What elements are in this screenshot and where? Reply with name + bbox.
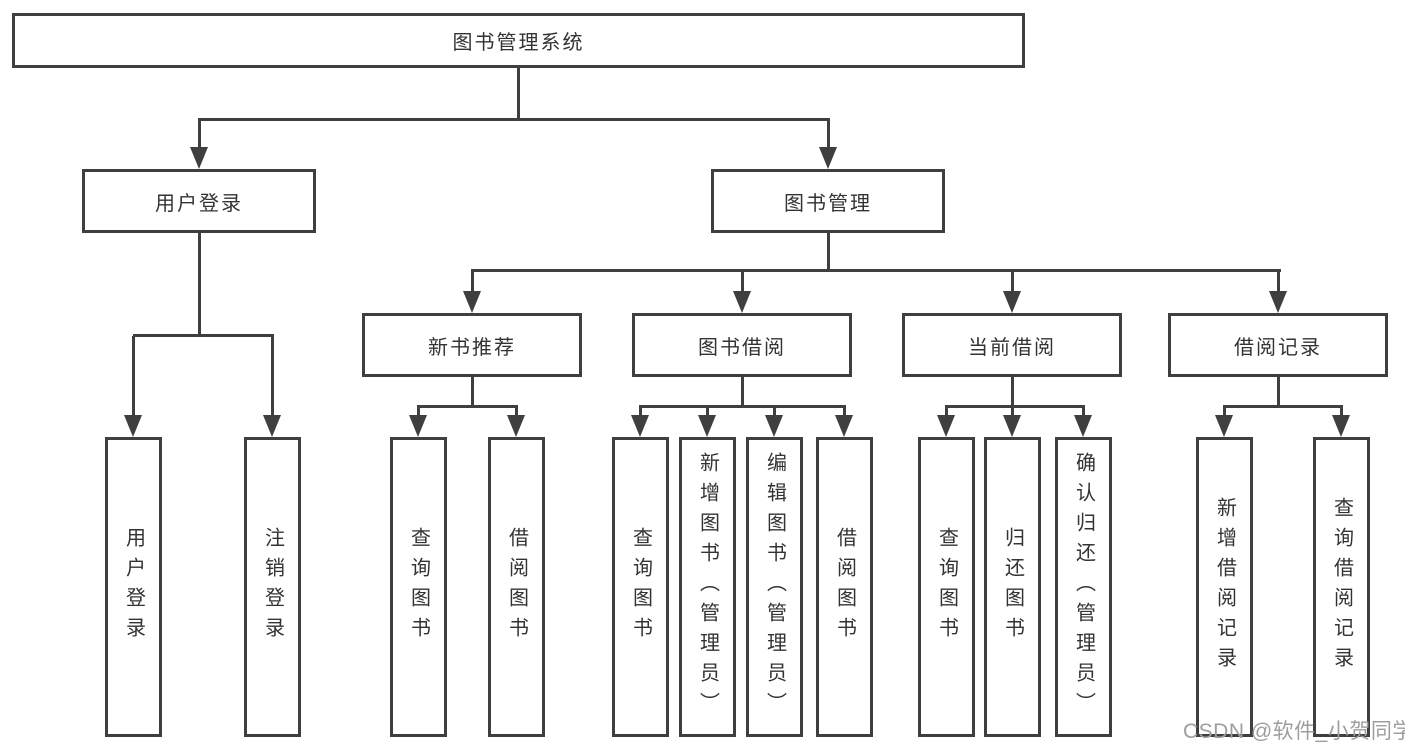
node-book-management: 图书管理 <box>711 169 945 233</box>
connector <box>198 120 201 150</box>
connector <box>1340 407 1343 419</box>
arrowhead-down <box>765 415 783 437</box>
connector <box>1011 271 1014 293</box>
connector <box>827 233 830 272</box>
connector <box>132 336 135 419</box>
connector <box>1277 377 1280 408</box>
leaf-add-borrow-record: 新增借阅记录 <box>1196 437 1253 737</box>
node-new-book-recommendation: 新书推荐 <box>362 313 582 377</box>
arrowhead-down <box>819 147 837 169</box>
connector <box>1223 407 1226 419</box>
node-library-management-system: 图书管理系统 <box>12 13 1025 68</box>
connector <box>741 271 744 293</box>
arrowhead-down <box>835 415 853 437</box>
arrowhead-down <box>631 415 649 437</box>
arrowhead-down <box>190 147 208 169</box>
arrowhead-down <box>1332 415 1350 437</box>
connector <box>417 405 518 408</box>
leaf-borrow-books-recommend: 借阅图书 <box>488 437 545 737</box>
arrowhead-down <box>124 415 142 437</box>
connector <box>1011 407 1014 419</box>
node-current-borrowing: 当前借阅 <box>902 313 1122 377</box>
arrowhead-down <box>1003 291 1021 313</box>
csdn-watermark: CSDN @软件_小贺同学 <box>1183 720 1405 743</box>
arrowhead-down <box>937 415 955 437</box>
connector <box>1011 377 1014 408</box>
connector <box>471 269 1281 272</box>
connector <box>827 120 830 150</box>
connector <box>198 118 830 121</box>
node-book-borrowing: 图书借阅 <box>632 313 852 377</box>
arrowhead-down <box>698 415 716 437</box>
leaf-logout: 注销登录 <box>244 437 301 737</box>
leaf-add-book-admin: 新增图书（管理员） <box>679 437 736 737</box>
connector <box>706 407 709 419</box>
arrowhead-down <box>463 291 481 313</box>
connector <box>417 407 420 419</box>
node-borrowing-records: 借阅记录 <box>1168 313 1388 377</box>
arrowhead-down <box>409 415 427 437</box>
connector <box>471 271 474 293</box>
arrowhead-down <box>1074 415 1092 437</box>
arrowhead-down <box>1269 291 1287 313</box>
connector <box>471 377 474 408</box>
leaf-edit-book-admin: 编辑图书（管理员） <box>746 437 803 737</box>
leaf-confirm-return-admin: 确认归还（管理员） <box>1055 437 1112 737</box>
connector <box>133 334 274 337</box>
arrowhead-down <box>733 291 751 313</box>
connector <box>843 407 846 419</box>
connector <box>639 407 642 419</box>
arrowhead-down <box>263 415 281 437</box>
connector <box>639 405 846 408</box>
arrowhead-down <box>1003 415 1021 437</box>
connector <box>945 405 1085 408</box>
connector <box>271 336 274 419</box>
leaf-query-books-current: 查询图书 <box>918 437 975 737</box>
leaf-query-borrow-record: 查询借阅记录 <box>1313 437 1370 737</box>
connector <box>515 407 518 419</box>
connector <box>1277 271 1280 293</box>
leaf-query-books-recommend: 查询图书 <box>390 437 447 737</box>
connector <box>773 407 776 419</box>
arrowhead-down <box>1215 415 1233 437</box>
leaf-borrow-books-borrowing: 借阅图书 <box>816 437 873 737</box>
connector <box>741 377 744 408</box>
connector <box>945 407 948 419</box>
connector <box>517 68 520 121</box>
leaf-return-books: 归还图书 <box>984 437 1041 737</box>
leaf-user-login: 用户登录 <box>105 437 162 737</box>
leaf-query-books-borrowing: 查询图书 <box>612 437 669 737</box>
node-user-login: 用户登录 <box>82 169 316 233</box>
arrowhead-down <box>507 415 525 437</box>
connector <box>1223 405 1343 408</box>
connector <box>1082 407 1085 419</box>
connector <box>198 233 201 336</box>
